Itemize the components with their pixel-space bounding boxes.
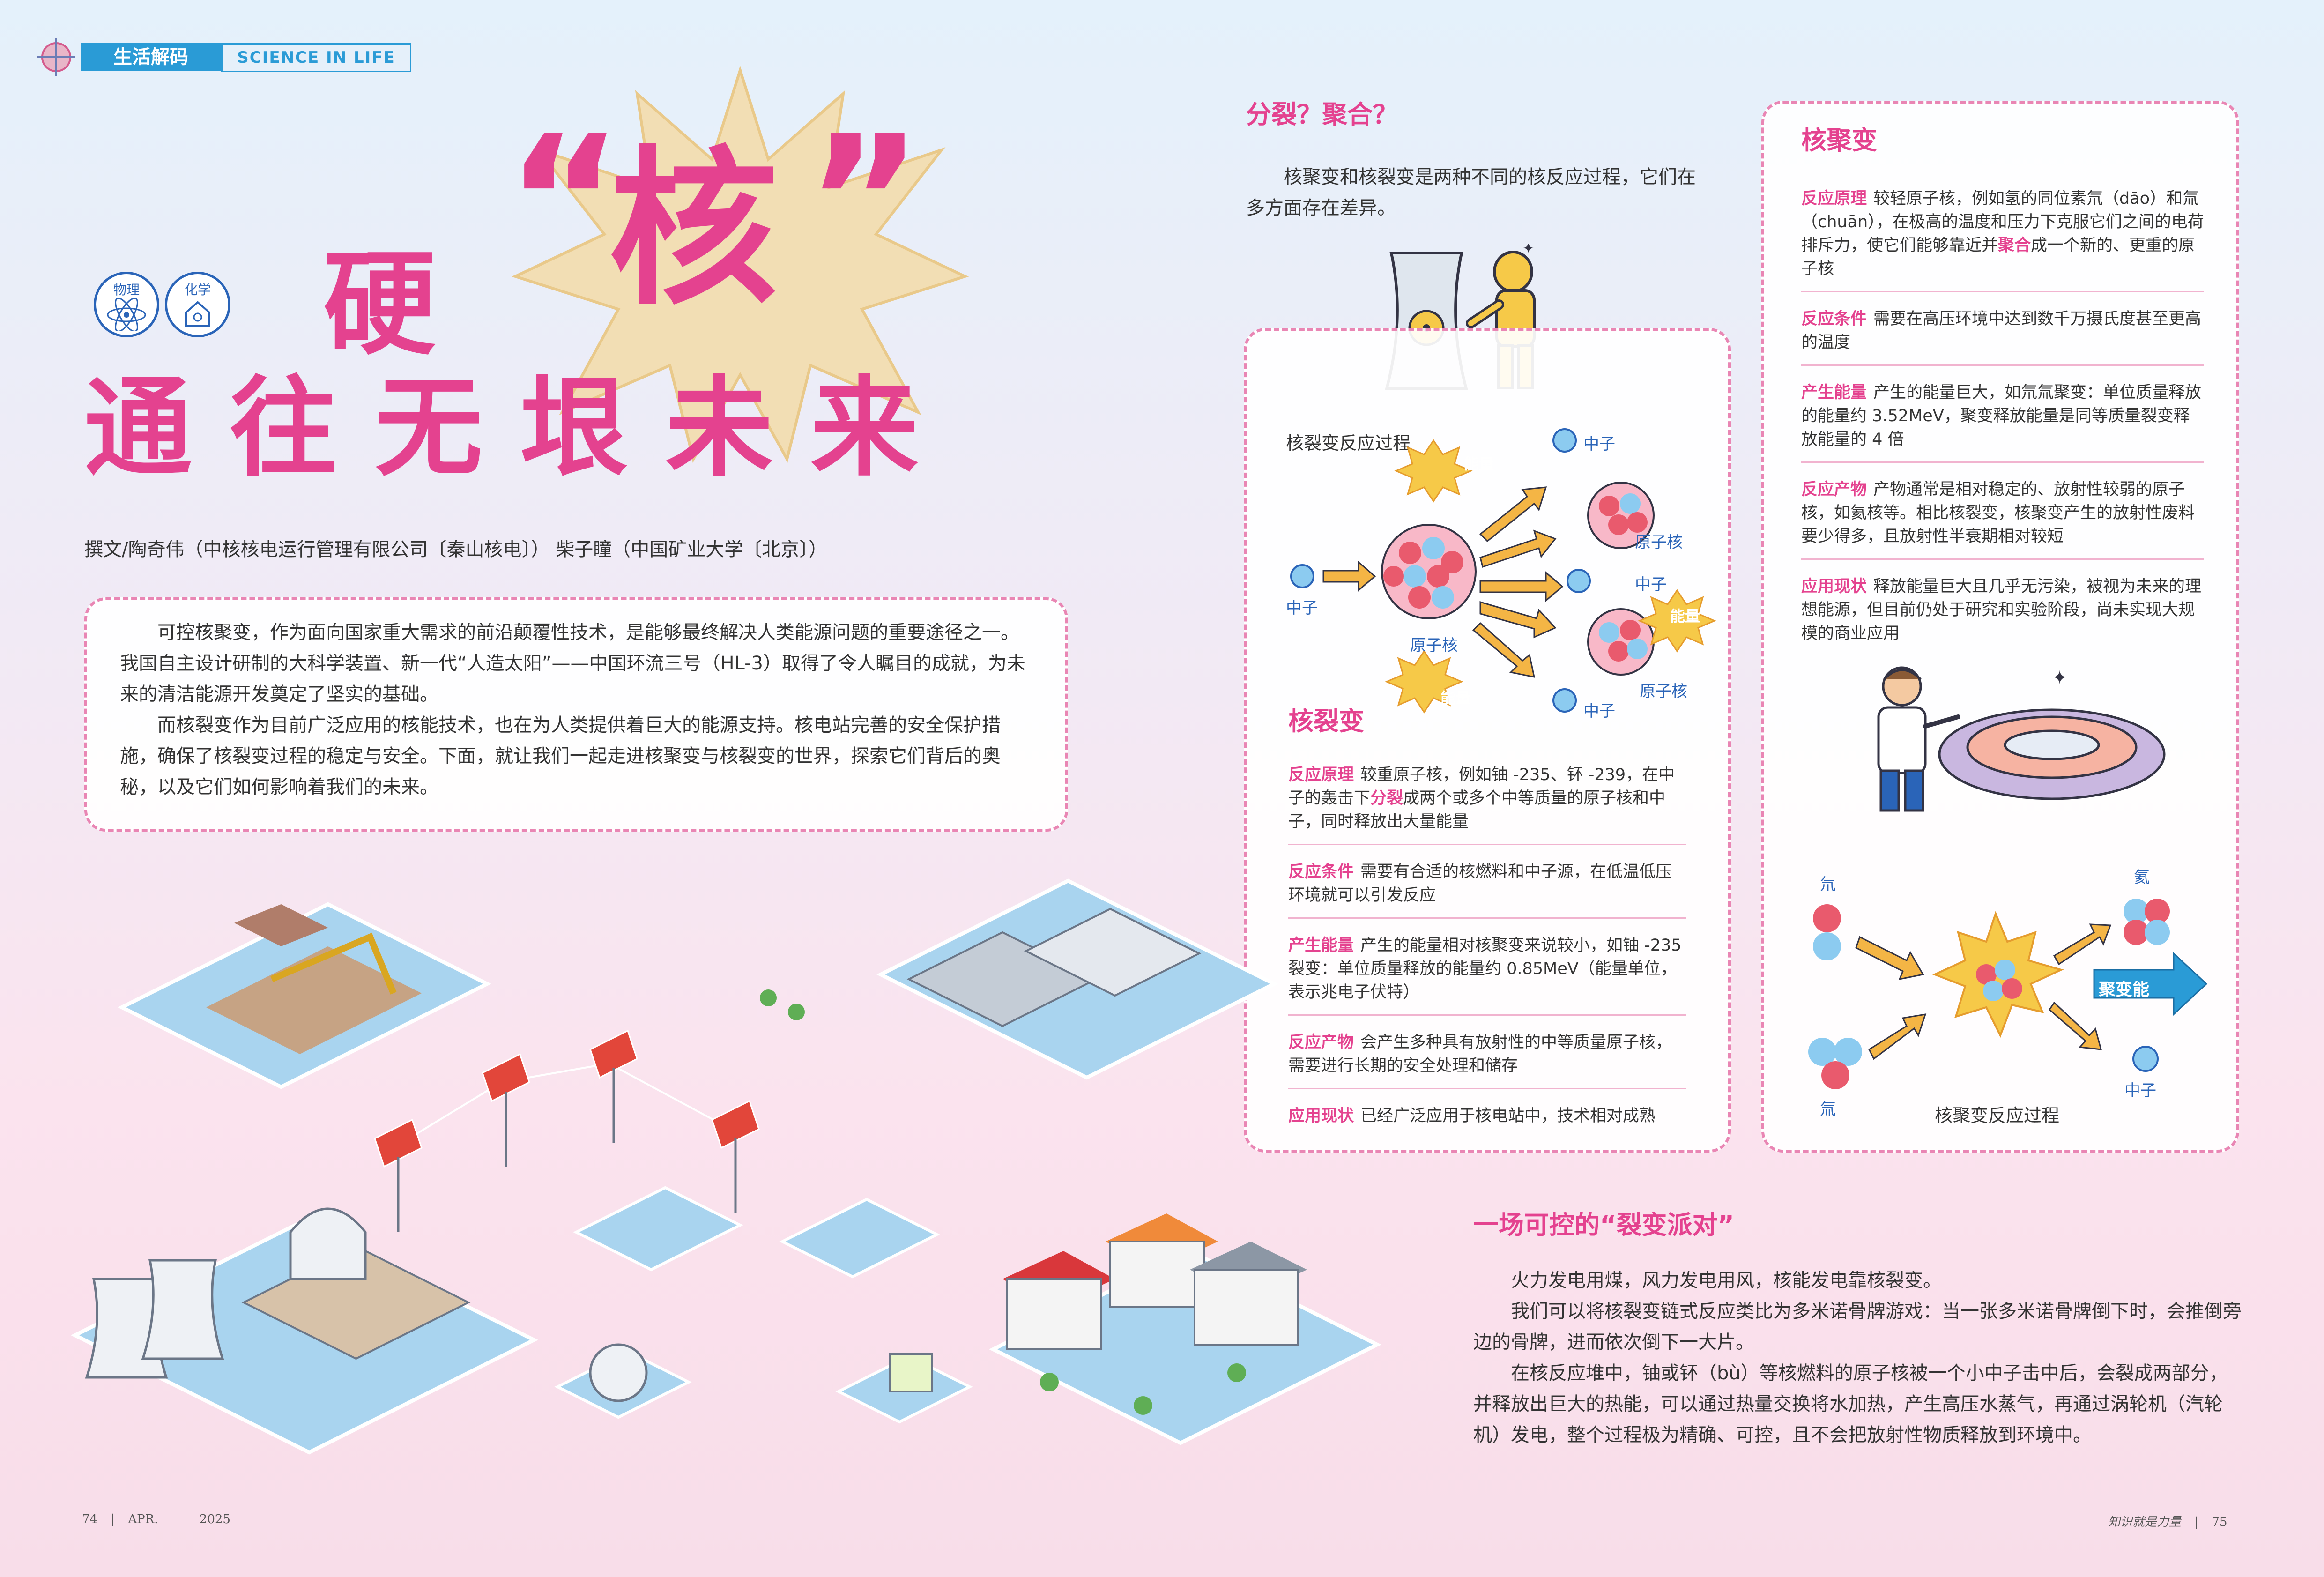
deuterium-atom (1813, 904, 1841, 960)
tag-en: SCIENCE IN LIFE (221, 43, 411, 72)
footer-divider-left: | (111, 1512, 115, 1526)
fission-row-products: 反应产物会产生多种具有放射性的中等质量原子核，需要进行长期的安全处理和储存 (1288, 1024, 1686, 1089)
fission-label-nucleus-1: 原子核 (1635, 533, 1683, 552)
party-text: 火力发电用煤，风力发电用风，核能发电靠核裂变。 我们可以将核裂变链式反应类比为多… (1473, 1265, 2242, 1451)
tag-cn: 生活解码 (81, 43, 221, 71)
energy-city-illustration (71, 878, 1381, 1455)
compare-text: 核聚变和核裂变是两种不同的核反应过程，它们在多方面存在差异。 (1246, 166, 1696, 219)
fission-diagram-title: 核裂变反应过程 (1286, 433, 1411, 454)
fission-label-nucleus-2: 原子核 (1640, 682, 1687, 701)
footer-year: 2025 (199, 1512, 230, 1526)
fission-label-nucleus: 原子核 (1410, 636, 1458, 655)
fission-label-neutron-2: 中子 (1635, 575, 1667, 594)
fission-energy-label-2: 能量 (1670, 607, 1700, 625)
fusion-label-deuterium: 氘 (1820, 875, 1836, 894)
title-line1-char: 硬 (323, 239, 436, 370)
badge-chemistry-label: 化学 (184, 282, 211, 298)
section-tag: 生活解码 SCIENCE IN LIFE (37, 38, 411, 76)
fusion-row-condition: 反应条件需要在高压环境中达到数千万摄氏度甚至更高的温度 (1801, 301, 2204, 366)
badge-physics: 物理 (94, 272, 159, 337)
fusion-label-tritium: 氚 (1820, 1100, 1836, 1119)
title-burst (511, 66, 969, 463)
daughter-nucleus-1 (1587, 482, 1655, 549)
fusion-label-helium: 氦 (2134, 868, 2150, 887)
fission-heading: 核裂变 (1288, 707, 1364, 736)
uranium-nucleus (1381, 524, 1477, 619)
page-number-left: 74 (82, 1512, 98, 1526)
fission-row-energy: 产生能量产生的能量相对核聚变来说较小，如铀 -235 裂变：单位质量释放的能量约… (1288, 927, 1686, 1016)
fusion-diagram-title: 核聚变反应过程 (1935, 1105, 2060, 1126)
party-paragraph-2: 我们可以将核裂变链式反应类比为多米诺骨牌游戏：当一张多米诺骨牌倒下时，会推倒旁边… (1473, 1301, 2242, 1353)
intro-paragraph-2: 而核裂变作为目前广泛应用的核能技术，也在为人类提供着巨大的能源支持。核电站完善的… (120, 714, 1001, 798)
intro-box: 可控核聚变，作为面向国家重大需求的前沿颠覆性技术，是能够最终解决人类能源问题的重… (84, 597, 1068, 832)
fission-diagram (1290, 428, 1716, 714)
footer-month: APR. (128, 1512, 158, 1526)
fission-label-neutron-1: 中子 (1583, 435, 1615, 454)
title-line2: 通 往 无 垠 未 来 (84, 366, 919, 491)
party-heading: 一场可控的“裂变派对” (1473, 1210, 1734, 1240)
daughter-nucleus-2 (1587, 608, 1655, 676)
compare-heading: 分裂？聚合？ (1246, 100, 1398, 129)
fusion-row-products: 反应产物产物通常是相对稳定的、放射性较弱的原子核，如氦核等。相比核裂变，核聚变产… (1801, 471, 2204, 560)
byline: 撰文/陶奇伟（中核核电运行管理有限公司〔秦山核电〕） 柴子瞳（中国矿业大学〔北京… (84, 539, 828, 560)
party-paragraph-1: 火力发电用煤，风力发电用风，核能发电靠核裂变。 (1511, 1270, 1942, 1291)
fusion-row-status: 应用现状释放能量巨大且几乎无污染，被视为未来的理想能源，但目前仍处于研究和实验阶… (1801, 577, 2202, 643)
page-number-right: 75 (2212, 1515, 2227, 1529)
fusion-rows: 反应原理较轻原子核，例如氢的同位素氘（dāo）和氚（chuān），在极高的温度和… (1801, 180, 2204, 664)
fission-rows: 反应原理较重原子核，例如铀 -235、钚 -239，在中子的轰击下分裂成两个或多… (1288, 757, 1686, 1146)
title-quote-close: ” (806, 97, 923, 305)
intro-paragraph-1: 可控核聚变，作为面向国家重大需求的前沿颠覆性技术，是能够最终解决人类能源问题的重… (120, 622, 1025, 705)
party-paragraph-3: 在核反应堆中，铀或钚（bù）等核燃料的原子核被一个小中子击中后，会裂成两部分，并… (1473, 1362, 2228, 1446)
fusion-label-neutron: 中子 (2124, 1081, 2156, 1100)
fusion-row-energy: 产生能量产生的能量巨大，如氘氚聚变：单位质量释放的能量约 3.52MeV，聚变释… (1801, 374, 2204, 463)
fusion-energy-label: 聚变能 (2099, 980, 2150, 999)
svg-text:✦: ✦ (1522, 244, 1534, 257)
tokamak-illustration: ✦ (1877, 666, 2166, 812)
footer-right: 知识就是力量 | 75 (2108, 1512, 2227, 1530)
title-quote-open: “ (506, 97, 623, 305)
svg-text:✦: ✦ (2052, 667, 2068, 689)
fusion-row-principle: 反应原理较轻原子核，例如氢的同位素氘（dāo）和氚（chuān），在极高的温度和… (1801, 180, 2204, 292)
fission-label-neutron-3: 中子 (1583, 702, 1615, 721)
title-big-char: 核 (609, 131, 778, 327)
fusion-diagram (1808, 899, 2208, 1089)
badge-physics-label: 物理 (113, 282, 140, 298)
footer-left: 74 | APR. 2025 (82, 1512, 230, 1526)
badge-chemistry: 化学 (165, 272, 230, 337)
magazine-name: 知识就是力量 (2108, 1515, 2182, 1529)
fission-energy-label-3: 能量 (1440, 689, 1471, 707)
fission-row-condition: 反应条件需要有合适的核燃料和中子源，在低温低压环境就可以引发反应 (1288, 854, 1686, 919)
fission-row-principle: 反应原理较重原子核，例如铀 -235、钚 -239，在中子的轰击下分裂成两个或多… (1288, 757, 1686, 845)
fission-label-neutron-in: 中子 (1286, 599, 1318, 617)
fission-energy-label-1: 能量 (1464, 455, 1494, 473)
crosshair-logo-icon (37, 38, 75, 76)
fission-row-status: 应用现状已经广泛应用于核电站中，技术相对成熟 (1288, 1107, 1656, 1125)
atom-icon (107, 298, 146, 331)
footer-divider-right: | (2194, 1515, 2199, 1529)
fusion-heading: 核聚变 (1801, 126, 1877, 155)
flask-icon (185, 301, 210, 327)
tritium-atom (1808, 1038, 1862, 1089)
helium-atom (2124, 899, 2170, 945)
